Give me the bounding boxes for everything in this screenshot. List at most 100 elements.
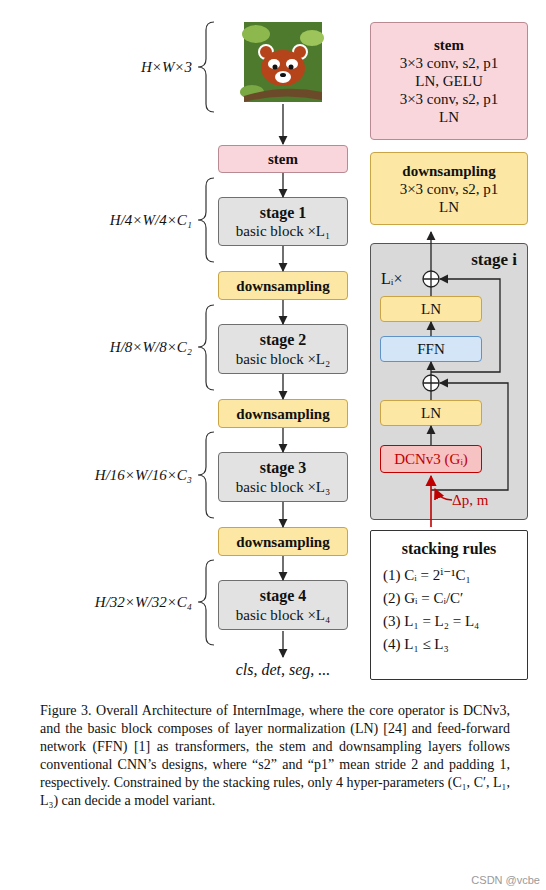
leaf: [300, 30, 324, 46]
box-title: stage 3: [260, 458, 307, 477]
box-text: LN: [439, 198, 459, 216]
stage-box: stage 2basic block ×L₂: [218, 324, 348, 374]
dimension-label: H/8×W/8×C₂: [30, 337, 192, 357]
box-text: (3) L₁ = L₂ = L₄: [371, 610, 527, 633]
ear: [259, 45, 273, 59]
curly-brace: [198, 178, 214, 262]
box-text: LN, GELU: [415, 72, 483, 90]
stage-box: stage 4basic block ×L₄: [218, 580, 348, 630]
stem-detail-box: stem3×3 conv, s2, p1LN, GELU3×3 conv, s2…: [370, 22, 528, 140]
dimension-label: H×W×3: [30, 57, 192, 77]
box-title: LN: [421, 404, 441, 422]
flow-arrow: [282, 246, 283, 271]
stage-detail-box: stage i Lᵢ× LN FFN LN DCNv3 (Gᵢ): [370, 243, 528, 520]
ln-box: LN: [380, 400, 482, 426]
wire: [430, 287, 431, 296]
add-cross: [423, 271, 439, 287]
residual-wire: [431, 279, 500, 372]
stage-box: stage 3basic block ×L₃: [218, 452, 348, 502]
branch: [244, 89, 322, 102]
dimension-label: H/4×W/4×C₁: [30, 210, 192, 230]
box-text: (1) Cᵢ = 2ⁱ⁻¹C₁: [371, 564, 527, 587]
add-cross: [423, 375, 439, 391]
add-symbols: [423, 271, 439, 391]
dcnv3-box: DCNv3 (Gᵢ): [380, 445, 482, 473]
box-title: downsampling: [236, 405, 329, 423]
downsampling-detail-box: downsampling3×3 conv, s2, p1LN: [370, 152, 528, 225]
stage-box: stage 1basic block ×L₁: [218, 197, 348, 246]
downsampling-box: downsampling: [218, 399, 348, 428]
box-text: basic block ×L₃: [236, 478, 331, 496]
box-text: LN: [439, 108, 459, 126]
box-title: stage 1: [260, 203, 307, 222]
offset-input: [431, 476, 452, 527]
task-label: cls, det, seg, ...: [203, 660, 363, 680]
curly-brace: [198, 22, 214, 112]
box-title: stage i: [471, 250, 517, 270]
box-text: 3×3 conv, s2, p1: [400, 90, 499, 108]
panda-face: [261, 50, 305, 86]
ln-box: LN: [380, 296, 482, 322]
box-title: stem: [434, 36, 464, 54]
nose: [280, 73, 286, 77]
box-title: stage 4: [260, 586, 307, 605]
box-title: DCNv3 (Gᵢ): [394, 450, 468, 468]
muzzle: [275, 71, 291, 83]
downsampling-box: downsampling: [218, 271, 348, 300]
red-panda-image: [240, 22, 324, 102]
flow-arrow: [282, 300, 283, 324]
red-curve-arrow: [435, 489, 452, 500]
box-text: basic block ×L₄: [236, 606, 331, 624]
curly-brace: [198, 560, 214, 645]
braces: [198, 22, 214, 645]
flow-arrow: [282, 556, 283, 580]
eye-patch: [286, 59, 298, 69]
ffn-box: FFN: [380, 336, 482, 362]
downsampling-box: downsampling: [218, 527, 348, 556]
add-circle: [423, 271, 439, 287]
box-text: basic block ×L₂: [236, 350, 331, 368]
leaf: [240, 85, 264, 99]
curly-brace: [198, 305, 214, 390]
flow-arrow: [282, 374, 283, 399]
box-title: LN: [421, 300, 441, 318]
dimension-label: H/16×W/16×C₃: [30, 465, 192, 485]
flow-arrow: [282, 502, 283, 527]
edge-layer: [283, 173, 431, 580]
box-text: Lᵢ×: [381, 269, 402, 288]
box-title: stacking rules: [402, 539, 497, 558]
image-background: [244, 22, 322, 102]
box-text: (4) L₁ ≤ L₃: [371, 633, 527, 656]
offset-label: Δp, m: [452, 490, 522, 510]
layout-wires: [283, 104, 508, 657]
box-text: (2) Gᵢ = Cᵢ/C′: [371, 587, 527, 610]
residual-wire: [431, 383, 508, 490]
box-title: stem: [268, 150, 298, 168]
flow-arrow: [430, 362, 431, 400]
box-text: 3×3 conv, s2, p1: [400, 54, 499, 72]
figure-caption: Figure 3. Overall Architecture of Intern…: [40, 702, 510, 810]
box-title: downsampling: [236, 277, 329, 295]
block-output-arrow: [430, 232, 431, 271]
output-arrow: [282, 631, 283, 657]
stacking-rules-box: stacking rules (1) Cᵢ = 2ⁱ⁻¹C₁(2) Gᵢ = Cᵢ…: [370, 530, 528, 680]
box-title: FFN: [417, 340, 445, 358]
box-title: downsampling: [402, 162, 495, 180]
box-text: basic block ×L₁: [236, 222, 331, 240]
flow-arrow: [430, 322, 431, 336]
eye-patch: [268, 59, 280, 69]
watermark: CSDN @vcbe: [420, 870, 540, 890]
box-text: 3×3 conv, s2, p1: [400, 180, 499, 198]
flow-arrow: [282, 173, 283, 197]
box-title: stage 2: [260, 330, 307, 349]
ear: [293, 45, 307, 59]
leaf: [242, 25, 270, 43]
stem-box: stem: [218, 145, 348, 173]
eye: [273, 65, 278, 70]
input-arrow: [282, 104, 283, 144]
flow-arrow: [282, 428, 283, 452]
flow-arrow: [430, 426, 431, 445]
